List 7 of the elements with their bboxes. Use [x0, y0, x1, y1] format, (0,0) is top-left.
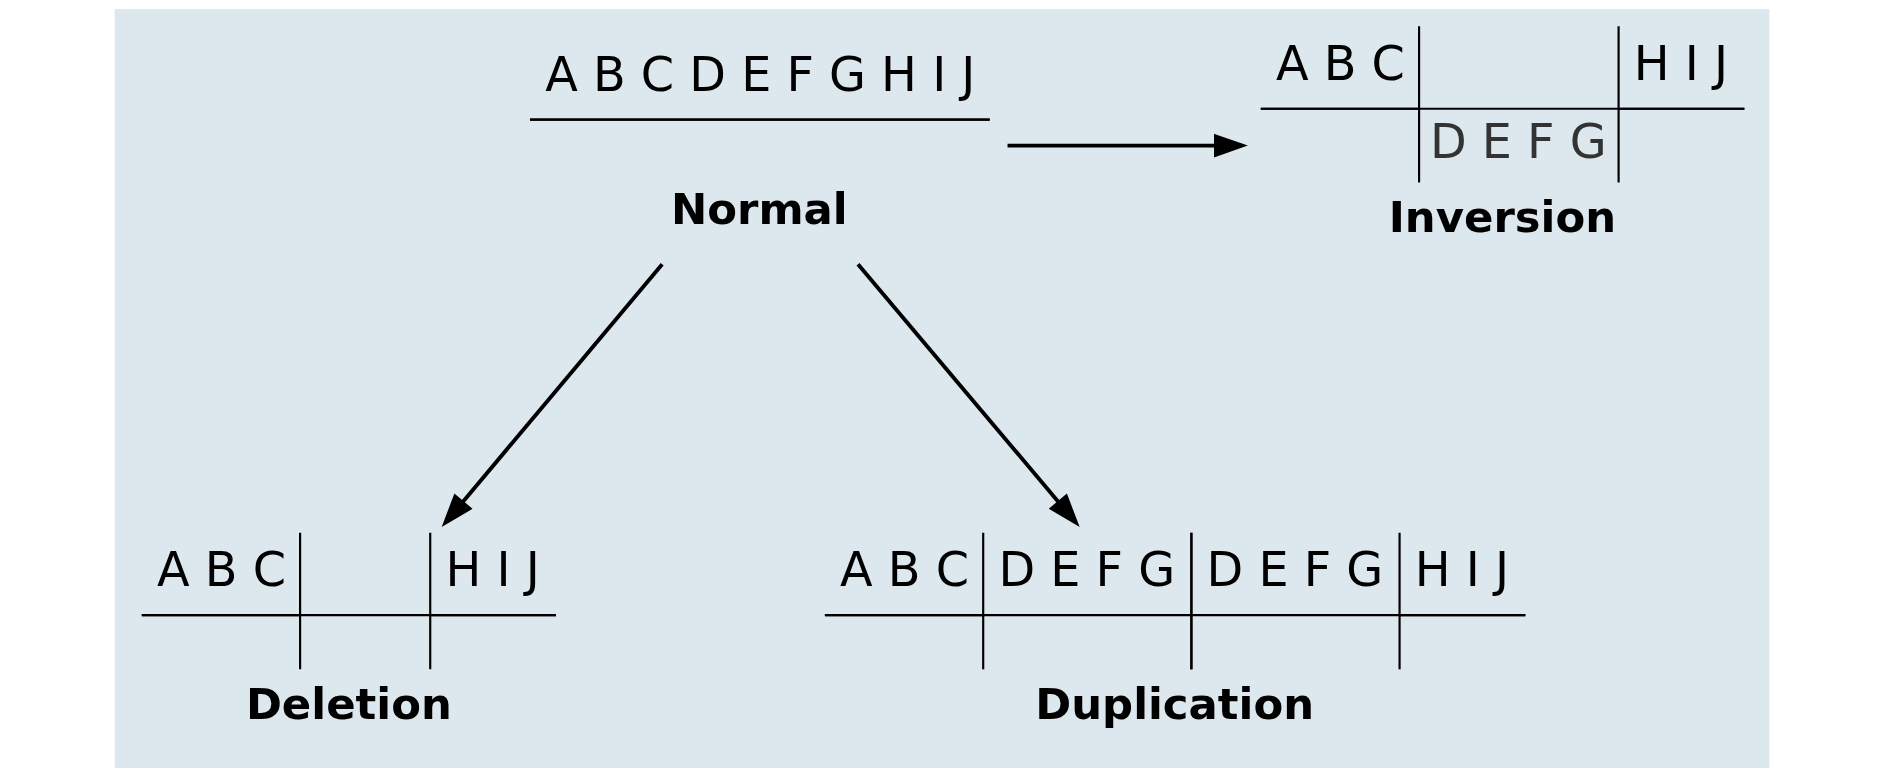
node-text: A B C H I J D E F G Inversion: [1275, 35, 1728, 242]
arrow: [1007, 133, 1248, 157]
node-text: A B C H I J Deletion: [156, 541, 540, 729]
arrow: [441, 262, 664, 527]
node-text: A B C D E F G H I J Normal: [544, 46, 975, 234]
node-text: A B C D E F G D E F G H I J Duplication: [839, 541, 1509, 729]
arrow: [856, 262, 1080, 527]
